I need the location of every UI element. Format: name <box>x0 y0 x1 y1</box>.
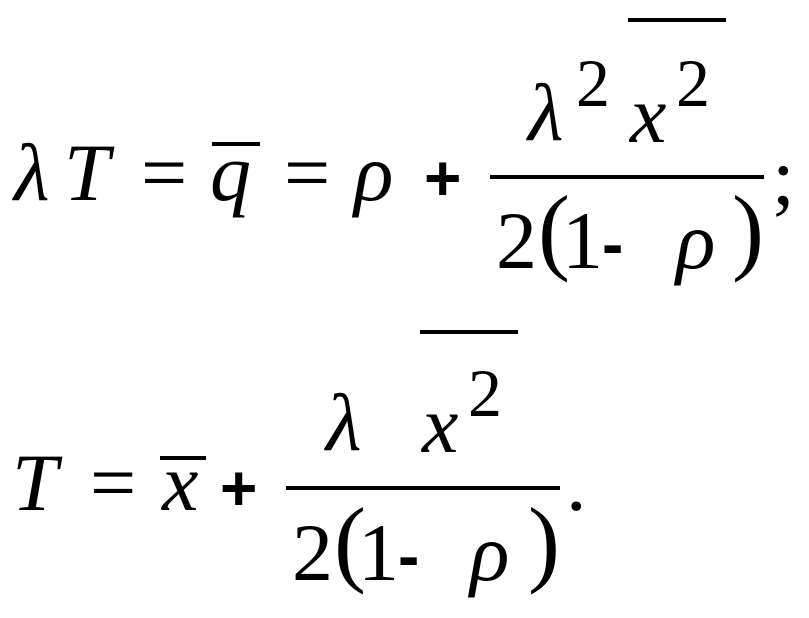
eq2-den-minus: - <box>398 520 419 592</box>
eq1-q: q <box>210 127 251 218</box>
eq1-num-x-exponent: 2 <box>676 45 710 121</box>
eq2-num-x: x <box>421 379 458 470</box>
eq1-plus: + <box>424 142 461 214</box>
eq2-equals: = <box>90 437 136 528</box>
eq1-rho: ρ <box>351 127 393 218</box>
equation-2: T = x + λ x 2 2 ( 1 - ρ ) . <box>12 330 587 598</box>
eq1-q-bar <box>212 142 260 146</box>
eq1-T: T <box>64 127 115 218</box>
eq2-den-open-paren: ( <box>334 488 366 595</box>
eq2-den-one: 1 <box>358 507 399 598</box>
eq1-num-x2-overline <box>628 18 726 22</box>
eq2-x: x <box>161 437 198 528</box>
eq2-terminator: . <box>566 437 587 528</box>
eq1-den-rho: ρ <box>673 195 715 286</box>
eq1-lambda: λ <box>12 127 50 218</box>
eq2-fraction-bar <box>286 486 560 490</box>
eq1-terminator: ; <box>772 131 795 222</box>
eq1-den-close-paren: ) <box>732 176 764 283</box>
eq2-num-x-exponent: 2 <box>468 355 502 431</box>
eq1-equals-1: = <box>141 127 187 218</box>
eq1-num-lambda-exponent: 2 <box>576 45 610 121</box>
equation-1: λ T = q = ρ + λ 2 x 2 2 ( 1 - ρ ) ; <box>12 18 795 286</box>
eq1-den-open-paren: ( <box>538 176 570 283</box>
eq2-den-close-paren: ) <box>528 488 560 595</box>
eq1-fraction-bar <box>490 175 764 179</box>
eq1-den-one: 1 <box>562 195 603 286</box>
eq2-x-bar <box>160 456 206 460</box>
eq2-num-lambda: λ <box>324 377 362 468</box>
eq2-den-two: 2 <box>292 507 333 598</box>
eq1-num-lambda: λ <box>526 67 564 158</box>
eq1-den-two: 2 <box>496 195 537 286</box>
eq2-den-rho: ρ <box>467 507 509 598</box>
eq1-num-x: x <box>629 69 666 160</box>
eq1-equals-2: = <box>284 127 330 218</box>
eq2-num-x2-overline <box>420 330 518 334</box>
eq2-plus: + <box>220 452 257 524</box>
eq1-den-minus: - <box>602 208 623 280</box>
eq2-T: T <box>12 437 63 528</box>
